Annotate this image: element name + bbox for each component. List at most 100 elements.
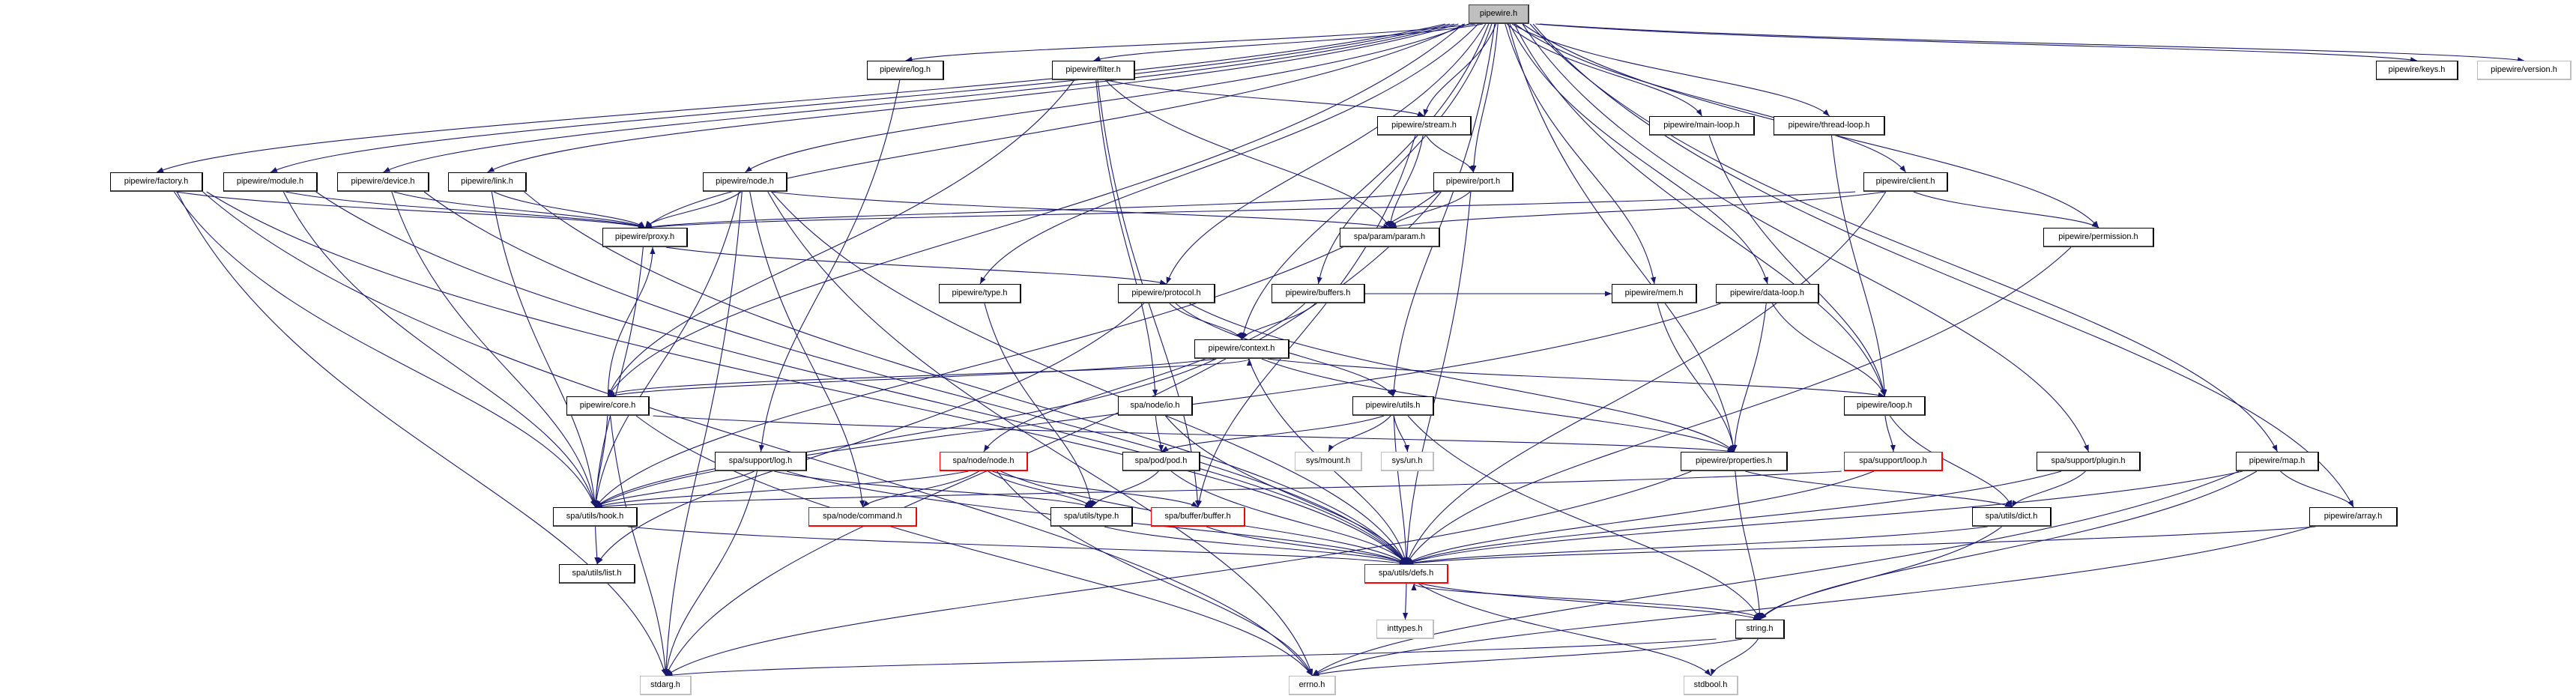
edge-threadloop-to-loop	[1830, 135, 1887, 397]
edge-properties-to-dict	[1745, 470, 2013, 508]
node-client[interactable]: pipewire/client.h	[1863, 172, 1948, 192]
edge-string-to-errno	[1312, 638, 1743, 677]
edge-client-to-proxy	[644, 191, 1856, 230]
node-supportlog[interactable]: spa/support/log.h	[715, 452, 807, 471]
node-log[interactable]: pipewire/log.h	[867, 61, 944, 80]
edge-string-to-stdbool	[1710, 638, 1759, 677]
node-port[interactable]: pipewire/port.h	[1433, 172, 1514, 192]
node-nodeio[interactable]: spa/node/io.h	[1118, 396, 1193, 416]
edge-utils-to-defs	[1393, 415, 1409, 565]
edge-factory-to-proxy	[175, 191, 646, 229]
node-filter[interactable]: pipewire/filter.h	[1052, 61, 1135, 80]
node-stdbool: stdbool.h	[1684, 676, 1738, 695]
edge-core-to-properties	[653, 415, 1735, 454]
node-pod[interactable]: spa/pod/pod.h	[1122, 452, 1200, 471]
edge-module-to-defs	[315, 191, 1407, 565]
node-pipewire[interactable]: pipewire.h	[1469, 4, 1529, 24]
node-plugin[interactable]: spa/support/plugin.h	[2037, 452, 2141, 471]
node-module[interactable]: pipewire/module.h	[223, 172, 318, 192]
edge-hook-to-defs	[627, 526, 1407, 566]
edge-pipewire-to-module	[270, 23, 1451, 173]
edge-hook-to-list	[594, 526, 600, 565]
edge-pwtype-to-utype	[984, 303, 1094, 508]
node-supportloop[interactable]: spa/support/loop.h	[1844, 452, 1943, 471]
edge-buffers-to-spanode	[983, 303, 1306, 453]
node-protocol[interactable]: pipewire/protocol.h	[1118, 284, 1215, 303]
node-list[interactable]: spa/utils/list.h	[559, 564, 635, 584]
node-errno: errno.h	[1289, 676, 1336, 695]
edge-port-to-proxy	[644, 191, 1441, 230]
edge-pipewire-to-proxy	[644, 23, 1466, 229]
node-string[interactable]: string.h	[1735, 620, 1785, 639]
node-keys[interactable]: pipewire/keys.h	[2376, 61, 2458, 80]
node-node[interactable]: pipewire/node.h	[703, 172, 787, 192]
edge-spanode-to-hook	[595, 470, 969, 508]
edge-pipewire-to-threadloop	[1511, 23, 1830, 117]
edge-pipewire-to-link	[487, 23, 1459, 173]
node-inttypes: inttypes.h	[1376, 620, 1434, 639]
edge-properties-to-string	[1735, 470, 1763, 620]
node-device[interactable]: pipewire/device.h	[337, 172, 429, 192]
node-sysmount: sys/mount.h	[1295, 452, 1362, 471]
node-array[interactable]: pipewire/array.h	[2309, 507, 2398, 527]
edge-port-to-stdarg	[665, 191, 1442, 677]
edge-supportlog-to-hook	[595, 470, 755, 508]
edge-link-to-defs	[524, 191, 1407, 565]
node-factory[interactable]: pipewire/factory.h	[110, 172, 203, 192]
edge-filter-to-param	[1104, 79, 1391, 229]
node-stream[interactable]: pipewire/stream.h	[1377, 116, 1472, 136]
node-spanode[interactable]: spa/node/node.h	[940, 452, 1028, 471]
node-map[interactable]: pipewire/map.h	[2236, 452, 2319, 471]
node-dict[interactable]: spa/utils/dict.h	[1972, 507, 2052, 527]
edge-supportloop-to-hook	[595, 470, 1842, 509]
edge-protocol-to-properties	[1189, 303, 1735, 453]
node-loop[interactable]: pipewire/loop.h	[1844, 396, 1926, 416]
node-mem[interactable]: pipewire/mem.h	[1612, 284, 1697, 303]
node-core[interactable]: pipewire/core.h	[566, 396, 650, 416]
node-command[interactable]: spa/node/command.h	[808, 507, 917, 527]
edge-core-to-proxy	[607, 246, 656, 397]
node-buffer[interactable]: spa/buffer/buffer.h	[1151, 507, 1245, 527]
edge-loop-to-dict	[1889, 415, 2013, 508]
edge-link-to-proxy	[493, 191, 646, 229]
node-permission[interactable]: pipewire/permission.h	[2043, 228, 2154, 247]
node-defs[interactable]: spa/utils/defs.h	[1364, 564, 1448, 584]
node-utype[interactable]: spa/utils/type.h	[1050, 507, 1133, 527]
edge-filter-to-buffer	[1097, 79, 1200, 508]
node-dataloop[interactable]: pipewire/data-loop.h	[1716, 284, 1819, 303]
node-pwtype[interactable]: pipewire/type.h	[939, 284, 1021, 303]
edge-protocol-to-utils	[1175, 303, 1394, 397]
edge-plugin-to-dict	[2011, 470, 2086, 508]
edge-pipewire-to-port	[1471, 23, 1499, 173]
edge-pipewire-to-stream	[1423, 23, 1497, 117]
edge-pipewire-to-utils	[1391, 23, 1496, 397]
node-buffers[interactable]: pipewire/buffers.h	[1272, 284, 1365, 303]
edge-factory-to-hook	[173, 191, 596, 508]
edge-proxy-to-protocol	[665, 246, 1167, 285]
edge-string-to-stdarg	[665, 638, 1717, 678]
node-link[interactable]: pipewire/link.h	[448, 172, 527, 192]
node-threadloop[interactable]: pipewire/thread-loop.h	[1774, 116, 1885, 136]
edge-node-to-errno	[767, 191, 1313, 677]
edge-spanode-to-command	[862, 470, 979, 508]
edge-context-to-defs	[1248, 358, 1408, 565]
node-hook[interactable]: spa/utils/hook.h	[553, 507, 638, 527]
node-param[interactable]: spa/param/param.h	[1340, 228, 1440, 247]
node-mainloop[interactable]: pipewire/main-loop.h	[1649, 116, 1755, 136]
edge-pipewire-to-log	[905, 23, 1475, 62]
edge-dataloop-to-properties	[1732, 303, 1767, 453]
node-properties[interactable]: pipewire/properties.h	[1681, 452, 1788, 471]
edge-core-to-context	[607, 358, 1252, 397]
node-proxy[interactable]: pipewire/proxy.h	[602, 228, 688, 247]
edge-link-to-hook	[491, 191, 598, 508]
node-context[interactable]: pipewire/context.h	[1194, 339, 1289, 359]
edge-proxy-to-hook	[593, 246, 644, 508]
edge-defs-to-stdbool	[1418, 583, 1711, 677]
edge-properties-to-stdarg	[665, 470, 1692, 677]
node-utils[interactable]: pipewire/utils.h	[1352, 396, 1434, 416]
edge-pipewire-to-version	[1540, 23, 2525, 63]
edge-node-to-param	[770, 191, 1391, 229]
edge-factory-to-errno	[202, 191, 1313, 677]
edge-pipewire-to-pwtype	[979, 23, 1479, 285]
edge-loop-to-supportloop	[1884, 415, 1896, 453]
